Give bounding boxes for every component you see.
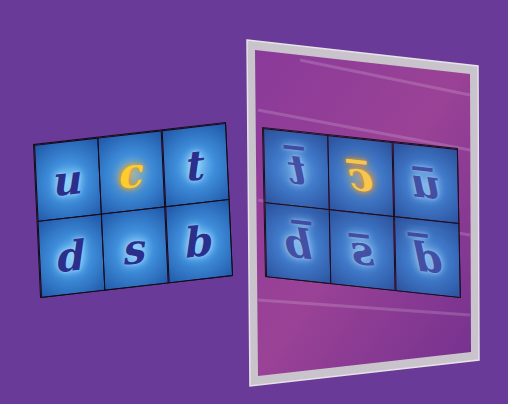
antiquark-symbol: c̅ (348, 151, 374, 202)
antiquark-symbol: u̅ (411, 157, 442, 208)
antiquark-symbol: t̅ (287, 144, 307, 194)
quark-grid: uct dsb (33, 122, 233, 298)
quark-cell: t (162, 123, 230, 207)
antiquark-symbol: b̅ (283, 218, 312, 269)
mirror-glass (255, 50, 471, 376)
antiquark-cell: c̅ (327, 135, 394, 217)
quark-symbol: u (52, 153, 83, 206)
quark-cell: s (101, 206, 169, 290)
quark-cell: u (34, 138, 102, 222)
quark-symbol: c (118, 146, 145, 198)
antiquark-cell: d̅ (394, 216, 461, 298)
antiquark-symbol: s̅ (350, 225, 374, 275)
quark-symbol: t (185, 139, 206, 190)
quark-cell: b (165, 199, 233, 283)
quark-cell: d (38, 214, 106, 298)
antiquark-cell: u̅ (393, 142, 460, 224)
mirror-gloss (258, 60, 470, 315)
antiquark-grid: t̅ c̅ u̅ b̅ s̅ d̅ (262, 127, 461, 298)
antiquark-cell: b̅ (265, 202, 332, 284)
mirror-frame (247, 40, 479, 386)
antiquark-symbol: d̅ (413, 232, 442, 283)
antiquark-cell: t̅ (263, 128, 330, 210)
quark-cell: c (97, 130, 165, 214)
antiquark-cell: s̅ (329, 209, 396, 291)
quark-symbol: d (56, 229, 86, 282)
quark-symbol: s (122, 223, 147, 275)
quark-symbol: b (184, 215, 214, 268)
